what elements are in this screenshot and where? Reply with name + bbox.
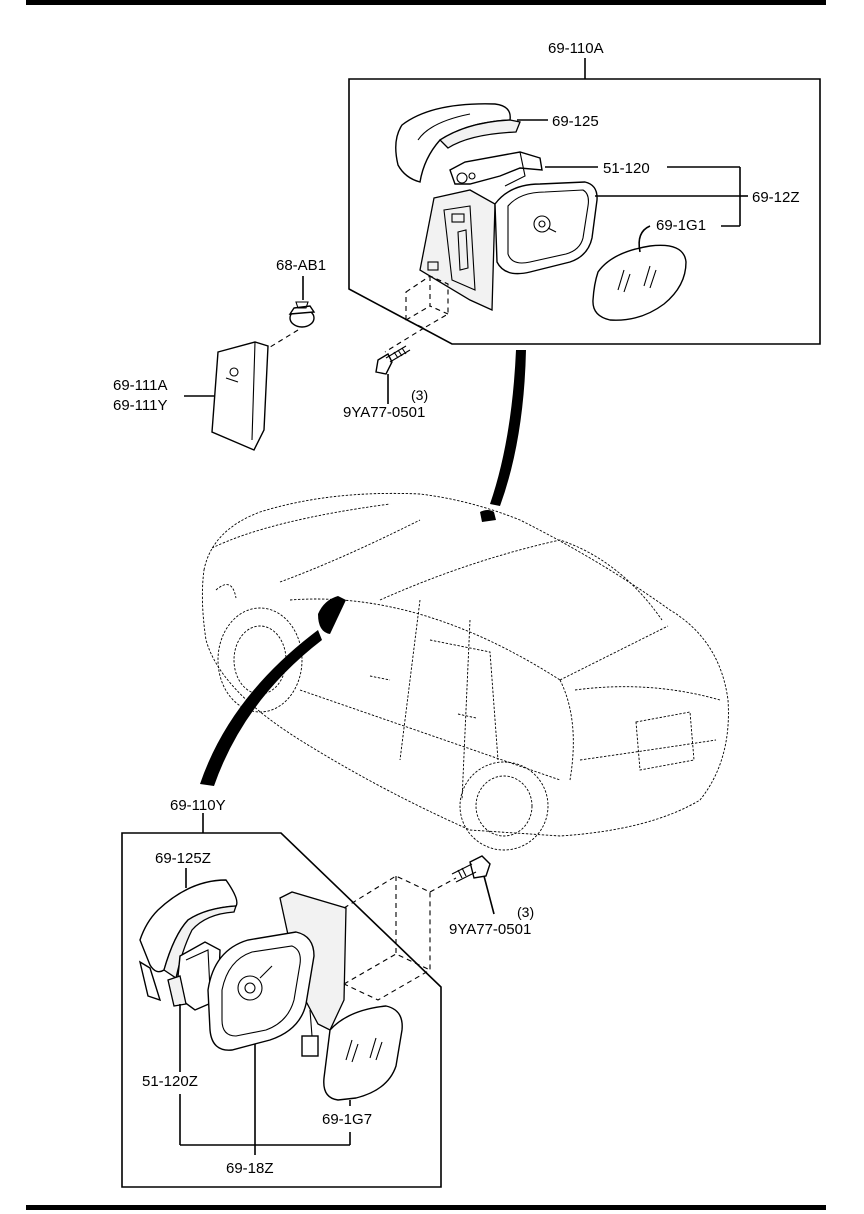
car-mirror-right [480,510,496,522]
garnish-label-2: 69-111Y [113,397,168,414]
garnish-label-1: 69-111A [113,377,168,394]
lower-holder-label: 51-120Z [142,1073,198,1090]
lower-bolt [451,855,491,883]
callout-lower [200,630,322,786]
upper-bolt-label: 9YA77-0501 [343,404,425,421]
door-garnish [211,341,269,451]
upper-mirror-base [419,189,496,311]
upper-assembly-label: 69-110A [548,40,604,57]
bottom-border [26,1205,826,1210]
upper-bolt [375,345,411,375]
lower-glass-label: 69-1G7 [322,1111,372,1128]
upper-mirror-glass [592,244,687,321]
lower-assembly-frame [121,832,442,1188]
lower-assembly-label: 69-110Y [170,797,226,814]
upper-cover-label: 69-125 [552,113,599,130]
upper-dashed-connector [384,275,449,353]
vehicle-outline [201,492,729,851]
upper-mirror-holder [449,151,543,187]
upper-bolt-qty: (3) [411,387,428,403]
callout-upper [490,350,526,506]
garnish-dashed-line [261,329,299,353]
upper-housing-label: 69-12Z [752,189,800,206]
upper-holder-label: 51-120 [603,160,650,177]
lower-cover-label: 69-125Z [155,850,211,867]
upper-mirror-cover [395,103,521,183]
lower-mirror-cover [138,879,238,1002]
car-mirror-left [318,596,346,634]
lower-housing-label: 69-18Z [226,1160,274,1177]
lower-mirror-glass [323,1005,403,1101]
upper-mirror-housing [494,181,598,275]
lower-bolt-label: 9YA77-0501 [449,921,531,938]
upper-glass-leader [638,225,651,253]
lower-dashed-connector [343,875,457,1001]
garnish-clip [288,301,316,328]
lower-bolt-leader [483,875,495,915]
upper-assembly-frame [348,78,821,345]
top-border [26,0,826,5]
upper-glass-label: 69-1G1 [656,217,706,234]
garnish-clip-label: 68-AB1 [276,257,326,274]
lower-bolt-qty: (3) [517,904,534,920]
lower-mirror-housing [207,891,347,1051]
lower-wire-connector [301,1009,319,1057]
